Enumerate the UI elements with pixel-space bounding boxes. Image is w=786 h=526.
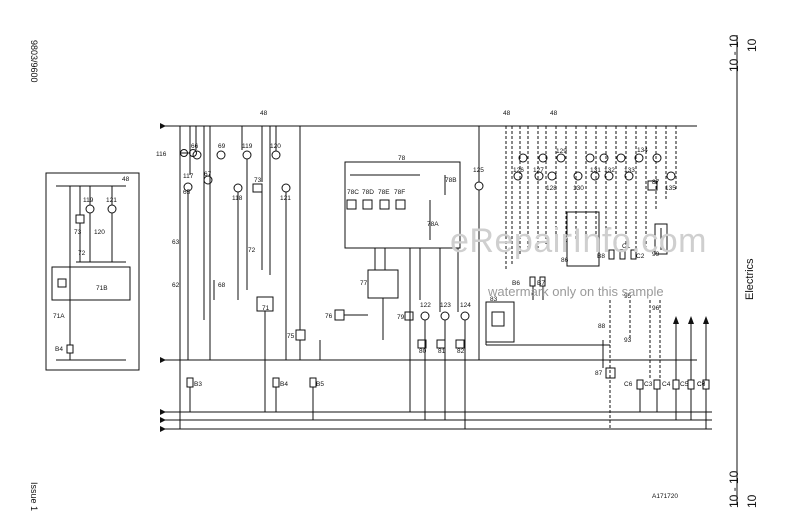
label-125: 125	[473, 167, 484, 174]
label-123: 123	[440, 302, 451, 309]
label-129: 129	[556, 148, 567, 155]
label-79: 79	[397, 314, 405, 321]
label-65: 65	[183, 189, 191, 196]
inset-label-b4: B4	[55, 346, 63, 353]
label-132: 132	[604, 167, 615, 174]
label-78f: 78F	[394, 189, 405, 196]
label-71: 71	[262, 305, 270, 312]
label-b5: B5	[316, 381, 324, 388]
inset-label-119: 119	[83, 197, 94, 204]
label-83: 83	[490, 296, 498, 303]
inset-label-48: 48	[122, 176, 130, 183]
label-78b: 78B	[445, 177, 457, 184]
label-96: 96	[652, 305, 660, 312]
label-c4: C4	[662, 381, 671, 388]
label-c5: C5	[680, 381, 689, 388]
label-126: 126	[513, 167, 524, 174]
label-134: 134	[637, 147, 648, 154]
label-95: 95	[624, 293, 632, 300]
label-117: 117	[183, 173, 194, 180]
inset-label-71a: 71A	[53, 313, 65, 320]
bus-label-right-1: 48	[503, 110, 511, 117]
label-133: 133	[624, 167, 635, 174]
watermark-site: eRepairInfo.com	[450, 222, 707, 260]
label-122: 122	[420, 302, 431, 309]
label-128: 128	[546, 185, 557, 192]
label-118: 118	[232, 195, 243, 202]
label-78: 78	[398, 155, 406, 162]
label-78a: 78A	[427, 221, 439, 228]
label-86: 86	[561, 257, 569, 264]
label-b7: B7	[537, 280, 545, 287]
label-80: 80	[419, 348, 427, 355]
label-116: 116	[156, 151, 167, 158]
label-135: 135	[665, 185, 676, 192]
label-69: 69	[218, 143, 226, 150]
label-68: 68	[218, 282, 226, 289]
label-b8: B8	[597, 253, 605, 260]
label-81: 81	[438, 348, 446, 355]
label-62: 62	[172, 282, 180, 289]
label-120: 120	[270, 143, 281, 150]
label-c1: C1	[622, 243, 631, 250]
label-87b: 87	[595, 370, 603, 377]
label-78c: 78C	[347, 189, 359, 196]
inset-label-71b: 71B	[96, 285, 108, 292]
label-77: 77	[360, 280, 368, 287]
label-b6: B6	[512, 280, 520, 287]
label-99: 99	[652, 251, 660, 258]
watermark-note: watermark only on this sample	[488, 284, 664, 299]
label-b4: B4	[280, 381, 288, 388]
label-b3: B3	[194, 381, 202, 388]
label-c6: C6	[624, 381, 633, 388]
label-67: 67	[204, 171, 212, 178]
label-88: 88	[598, 323, 606, 330]
label-75: 75	[287, 333, 295, 340]
label-121: 121	[280, 195, 291, 202]
label-c2: C2	[636, 253, 645, 260]
label-131: 131	[590, 167, 601, 174]
label-127: 127	[533, 167, 544, 174]
label-63: 63	[172, 239, 180, 246]
label-124: 124	[460, 302, 471, 309]
inset-label-73: 73	[74, 229, 82, 236]
label-76: 76	[325, 313, 333, 320]
inset-label-72: 72	[78, 250, 86, 257]
label-93: 93	[624, 337, 632, 344]
label-130: 130	[573, 185, 584, 192]
bus-label-right-2: 48	[550, 110, 558, 117]
label-78e: 78E	[378, 189, 390, 196]
label-72: 72	[248, 247, 256, 254]
label-82: 82	[457, 348, 465, 355]
label-66: 66	[191, 143, 199, 150]
label-c6-alt: C6	[697, 381, 706, 388]
bus-label-top: 48	[260, 110, 268, 117]
inset-label-120: 120	[94, 229, 105, 236]
label-119: 119	[242, 143, 253, 150]
inset-label-121: 121	[106, 197, 117, 204]
label-c3: C3	[644, 381, 653, 388]
label-87: 87	[652, 179, 660, 186]
label-c7: C7	[697, 381, 706, 388]
drawing-reference: A171720	[652, 493, 678, 500]
label-73: 73	[254, 177, 262, 184]
label-78d: 78D	[362, 189, 374, 196]
